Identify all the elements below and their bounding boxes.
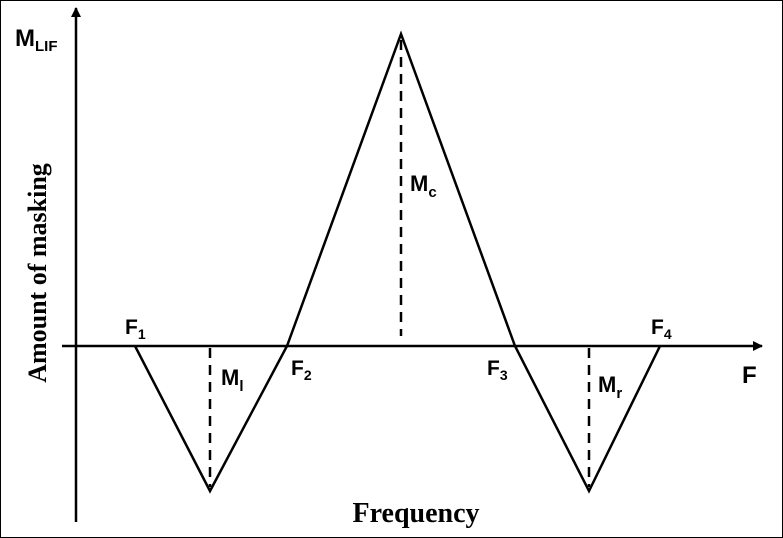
x-axis-title: Frequency xyxy=(352,498,479,529)
peak-label-ml: Ml xyxy=(221,365,244,395)
point-label-f4: F4 xyxy=(651,316,672,342)
point-label-f3: F3 xyxy=(487,357,508,383)
y-axis-symbol: MLIF xyxy=(15,25,58,55)
x-axis-symbol: F xyxy=(742,362,757,389)
point-label-f1: F1 xyxy=(125,316,146,342)
masking-curve xyxy=(133,30,662,494)
point-label-f2: F2 xyxy=(291,357,312,383)
peak-label-mr: Mr xyxy=(598,372,622,402)
peak-label-mc: Mc xyxy=(410,171,437,201)
y-axis-title: Amount of masking xyxy=(23,163,52,383)
